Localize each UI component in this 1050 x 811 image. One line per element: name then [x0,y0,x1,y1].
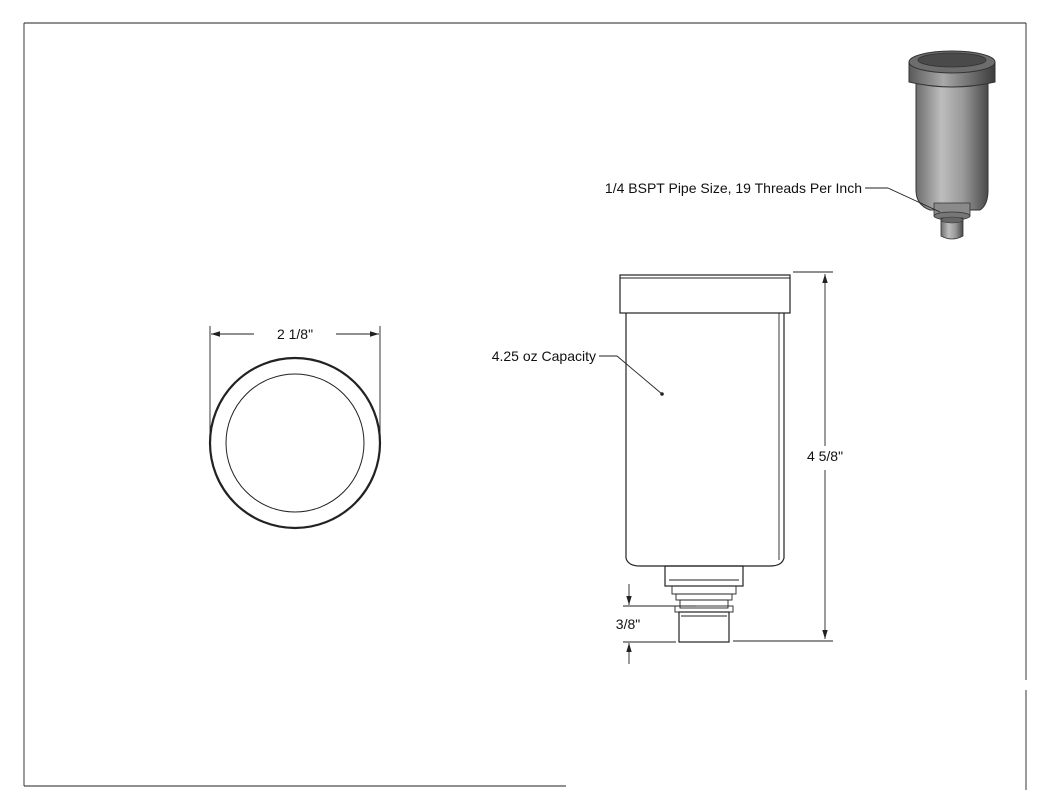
thread-dimension-group: 3/8" [616,584,696,664]
height-dimension: 4 5/8" [807,448,843,464]
sheet-border [23,22,1027,790]
thread-length-dimension: 3/8" [616,616,640,632]
front-view [619,274,791,643]
top-view: 2 1/8" [208,326,382,530]
diameter-dimension: 2 1/8" [277,326,313,342]
isometric-view [908,50,996,240]
capacity-callout-label: 4.25 oz Capacity [492,348,596,364]
capacity-callout: 4.25 oz Capacity [492,348,664,396]
height-dimension-group: 4 5/8" [733,271,843,642]
thread-callout-label: 1/4 BSPT Pipe Size, 19 Threads Per Inch [605,180,862,196]
thread-callout: 1/4 BSPT Pipe Size, 19 Threads Per Inch [605,180,941,213]
